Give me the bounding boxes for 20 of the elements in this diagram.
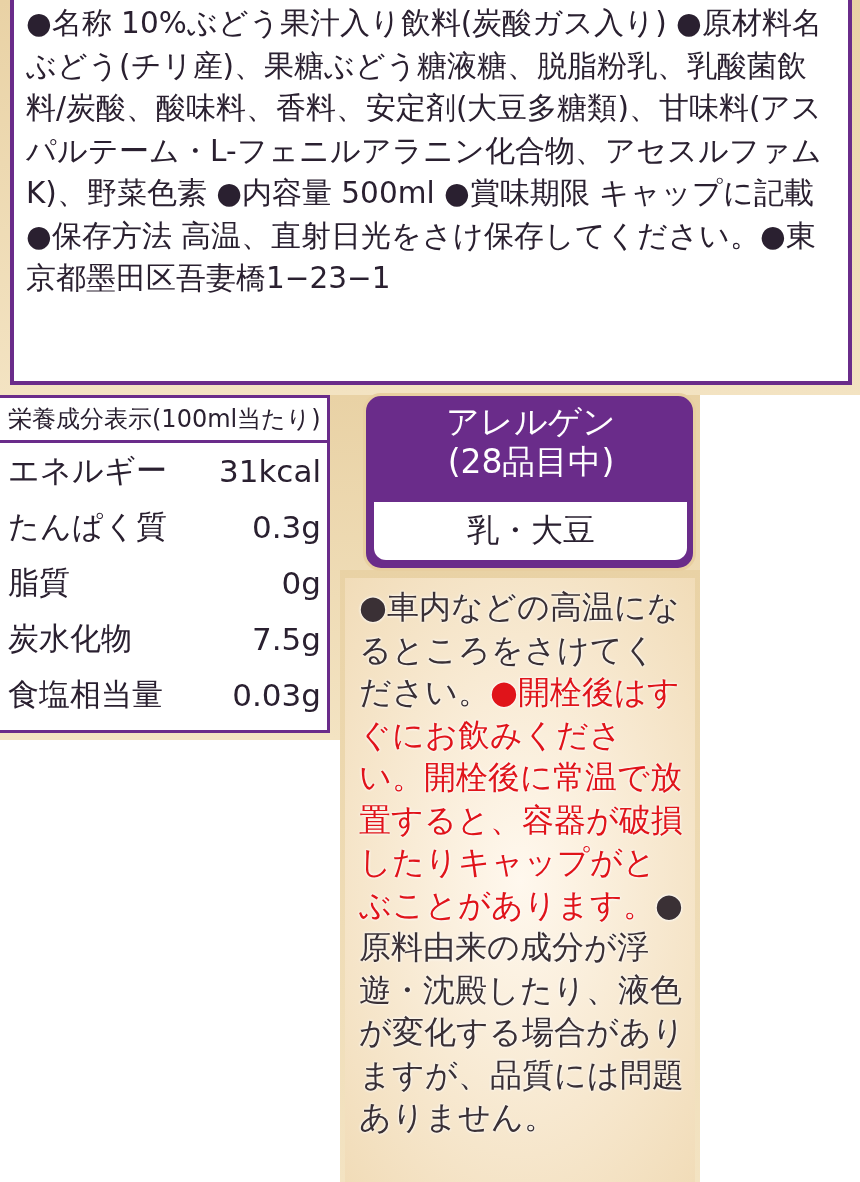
nutrient-value: 7.5g xyxy=(252,621,321,657)
nutrient-value: 31kcal xyxy=(218,453,321,489)
nutrient-value: 0g xyxy=(281,565,321,601)
table-header: 栄養成分表示(100ml当たり) xyxy=(0,398,327,443)
ingredients-panel xyxy=(10,0,852,385)
nutrient-name: エネルギー xyxy=(8,451,168,490)
allergen-heading: アレルゲン(28品目中) xyxy=(445,402,617,482)
nutrient-name: 食塩相当量 xyxy=(8,675,164,714)
nutrient-value: 0.3g xyxy=(252,509,321,545)
nutrient-name: たんぱく質 xyxy=(8,507,168,546)
nutrient-value: 0.03g xyxy=(232,677,321,713)
allergen-text: 乳・大豆 xyxy=(466,510,595,551)
allergen-box xyxy=(374,502,687,560)
nutrient-name: 脂質 xyxy=(8,563,71,602)
caution-text: ●車内などの高温になるところをさけてください。●開栓後はすぐにお飲みください。開栓後に常温で放置すると、容器が破損したりキャップがとぶことがあります。●原料由来の成分が浮遊・沈殿したり、液色が変化する場合がありますが、品質には問題ありません。 xyxy=(359,587,685,1138)
nutrition-table xyxy=(0,395,330,733)
caution-panel xyxy=(345,578,695,1182)
ingredients-text: ●名称 10%ぶどう果汁入り飲料(炭酸ガス入り) ●原材料名ぶどう(チリ産)、果糖ぶどう糖液糖、脱脂粉乳、乳酸菌飲料/炭酸、酸味料、香料、安定剤(大豆多糖類)、甘味料(アスパルテーム・L-フェニルアラニン化合物、アセスルファムK)、野菜色素 ●内容量 500ml ●賞味期限 キャップに記載 ●保存方法 高温、直射日光をさけ保存してください。●東京都墨田区吾妻橋1−23−1 xyxy=(26,5,824,297)
allergen-panel xyxy=(363,393,696,571)
nutrient-name: 炭水化物 xyxy=(8,619,133,658)
